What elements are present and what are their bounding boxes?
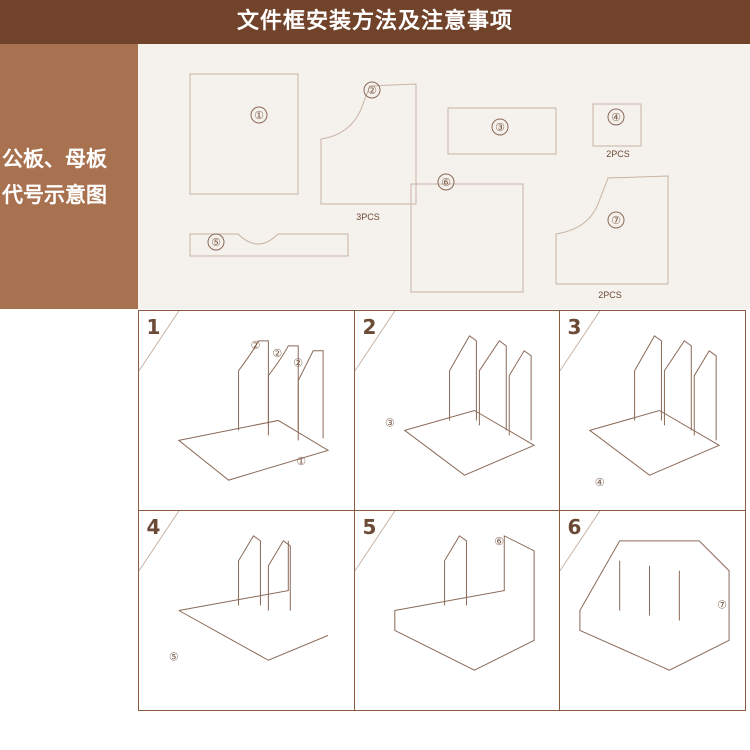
part-1: ① <box>189 73 299 195</box>
step-number: 5 <box>362 514 377 539</box>
part-4-qty: 2PCS <box>606 149 630 159</box>
step-number: 6 <box>567 514 582 539</box>
outline-line <box>138 310 179 371</box>
outline-line <box>663 339 692 430</box>
part-2: ② 3PCS <box>320 81 417 222</box>
part-4-label: ④ <box>611 111 621 124</box>
step-5-callout: ⑥ <box>494 534 504 547</box>
outline-line <box>443 534 467 606</box>
part-2-qty: 3PCS <box>356 212 380 222</box>
callout-label: ② <box>293 356 303 369</box>
side-label-line1: 公板、母板 <box>2 146 107 171</box>
side-label: 公板、母板 代号示意图 <box>0 44 138 309</box>
outline-line <box>207 233 225 251</box>
part-1-label: ① <box>254 109 264 122</box>
outline-line <box>354 310 395 371</box>
part-3-label: ③ <box>495 121 505 134</box>
outline-line <box>491 118 509 136</box>
outline-line <box>588 409 720 476</box>
outline-line <box>237 339 269 430</box>
outline-line <box>297 349 324 440</box>
outline-line <box>393 534 535 671</box>
part-7-qty: 2PCS <box>598 290 622 300</box>
step-4-callout: ⑤ <box>168 650 178 663</box>
step-4: 4 ⑤ <box>137 509 355 711</box>
outline-line <box>178 540 328 661</box>
page-title: 文件框安装方法及注意事项 <box>0 0 750 44</box>
outline-line <box>189 233 349 257</box>
outline-line <box>354 510 395 571</box>
part-3: ③ <box>447 107 557 155</box>
outline-line <box>403 409 535 476</box>
part-6-label: ⑥ <box>441 176 451 189</box>
outline-line <box>437 173 455 191</box>
outline-line <box>592 103 642 147</box>
outline-line <box>555 175 669 285</box>
step-3: 3 ④ <box>558 309 746 511</box>
step-2-callout: ③ <box>384 416 394 429</box>
outline-line <box>448 334 477 420</box>
step-6-callout: ⑦ <box>717 598 727 611</box>
outline-line <box>138 510 179 571</box>
part-2-label: ② <box>367 84 377 97</box>
step-1: 1 ② ② ② ① <box>137 309 355 511</box>
outline-line <box>559 310 600 371</box>
outline-line <box>267 344 299 435</box>
outline-line <box>177 419 329 481</box>
part-6: ⑥ <box>410 173 524 293</box>
outline-line <box>478 339 507 430</box>
outline-line <box>267 539 291 610</box>
side-label-line2: 代号示意图 <box>2 182 107 207</box>
outline-line <box>447 107 557 155</box>
part-4: ④ 2PCS <box>592 103 642 159</box>
outline-line <box>578 539 730 671</box>
outline-line <box>693 349 717 440</box>
part-7: ⑦ 2PCS <box>555 175 669 300</box>
step-5: 5 ⑥ <box>353 509 560 711</box>
step-number: 4 <box>146 514 161 539</box>
outline-line <box>508 349 532 440</box>
callout-label: ② <box>250 338 260 351</box>
step-number: 2 <box>362 314 377 339</box>
outline-line <box>320 83 417 205</box>
outline-line <box>607 211 625 229</box>
callout-label: ① <box>296 455 306 468</box>
step-6: 6 ⑦ <box>558 509 746 711</box>
outline-line <box>607 108 625 126</box>
outline-line <box>559 510 600 571</box>
step-number: 1 <box>146 314 161 339</box>
callout-label: ② <box>272 346 282 359</box>
outline-line <box>633 334 662 420</box>
outline-line <box>250 106 268 124</box>
outline-line <box>237 534 261 606</box>
assembly-steps: 1 ② ② ② ① 2 ③ 3 ④ <box>137 309 746 711</box>
outline-line <box>189 73 299 195</box>
part-5: ⑤ <box>189 233 349 257</box>
part-7-label: ⑦ <box>611 214 621 227</box>
parts-diagram: ① ② 3PCS ③ ④ 2PCS ⑤ ⑥ ⑦ 2PCS <box>138 44 750 309</box>
part-5-label: ⑤ <box>211 236 221 249</box>
outline-line <box>410 183 524 293</box>
outline-line <box>363 81 381 99</box>
step-3-callout: ④ <box>594 476 604 489</box>
step-1-callouts: ② ② ② ① <box>250 338 306 467</box>
step-number: 3 <box>567 314 582 339</box>
step-2: 2 ③ <box>353 309 560 511</box>
outline-line <box>618 560 680 620</box>
